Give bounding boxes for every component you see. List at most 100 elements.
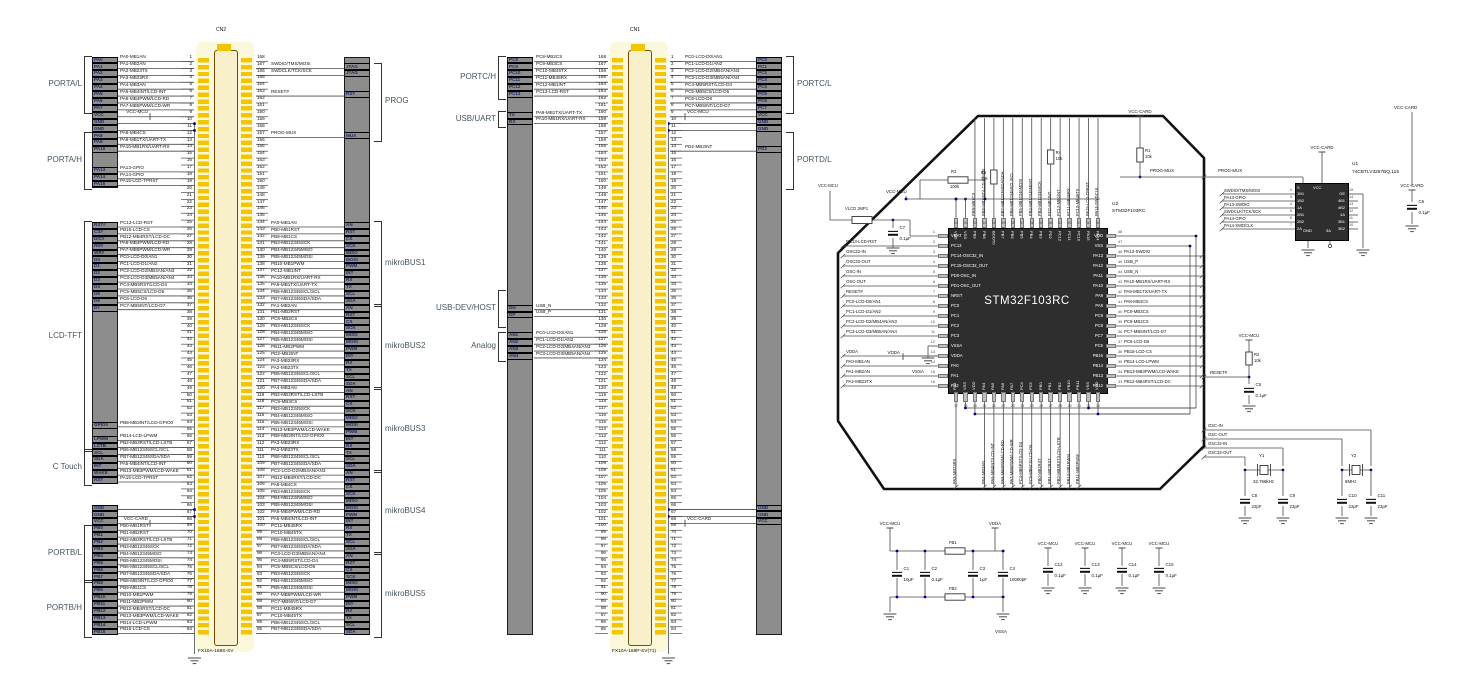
mcu-pin-name: VSSA <box>951 342 963 348</box>
net-label: PROG-MUX <box>271 130 297 136</box>
pin-cell: AN <box>344 304 370 312</box>
power-net-label: VCC-MCU <box>818 183 838 188</box>
net-label: PC9-MB3CS <box>536 61 563 67</box>
net-label: PC4-MB5RST/LCD-D4 <box>120 281 167 287</box>
mcu-pin-number: 44 <box>1118 269 1123 274</box>
pin-cell: PC4 <box>756 84 782 91</box>
pin-cell: D1 <box>92 263 118 271</box>
pin-number: 9 <box>671 108 674 114</box>
pin-number: 84 <box>671 625 677 631</box>
mcu-pin-name: PD0-OSC_IN <box>951 272 977 278</box>
mcu-pin-number: 45 <box>1118 259 1123 264</box>
group-bracket <box>84 56 92 115</box>
net-label: PC7-MB5INT/LCD-D7 <box>120 302 166 308</box>
mcu-name: STM32F103RC <box>984 295 1070 307</box>
pin-number: 89 <box>600 598 606 604</box>
pin-number: 106 <box>257 481 265 487</box>
pin-number: 82 <box>186 612 192 618</box>
pin-number: 131 <box>598 308 606 314</box>
mcu-pin-name: VSS <box>1084 381 1090 390</box>
net-label: PA14-SWDCLK <box>1224 222 1254 228</box>
pin-cell: SDA <box>344 463 370 471</box>
net-label: PA5-MB4INT/LCD-INT <box>990 442 996 484</box>
pin-cell: GND <box>92 118 118 126</box>
pin-number: 81 <box>186 605 192 611</box>
net-label: PC6-LCD-D6 <box>120 295 148 301</box>
connector-pads <box>198 57 209 637</box>
pin-number: 69 <box>671 522 677 528</box>
pin-number: 48 <box>671 377 677 383</box>
net-label: OSC-IN <box>846 269 862 275</box>
pin-number: 29 <box>186 246 192 252</box>
net-label: PB6-MB12345SCL/SCL <box>271 288 321 294</box>
pin-number: 15 <box>186 150 192 156</box>
pin-cell: PC8 <box>507 56 533 64</box>
pin-number: 11 <box>187 122 192 128</box>
net-label: PC13-LCD-RST <box>846 239 877 245</box>
crystal-ref: Y2 <box>1351 453 1357 458</box>
pin-number: 157 <box>598 129 606 135</box>
pin-number: 165 <box>598 74 606 80</box>
net-label: PC6-LCD-D6 <box>685 95 713 101</box>
pin-number: 152 <box>257 164 265 170</box>
power-net-label: VCC-CARD <box>1400 183 1424 188</box>
net-label: OSC32-OUT <box>1208 450 1232 456</box>
cap-value: 10µF <box>903 576 914 582</box>
net-label: PC2-LCD-D2/MB4AN/AN3 <box>120 268 175 274</box>
mcu-pin-number: 26 <box>1039 403 1044 408</box>
mcu-pin-number: 57 <box>1020 220 1025 225</box>
mcu-pin-number: 17 <box>954 403 958 408</box>
pin-number: 151 <box>257 170 265 176</box>
net-label: PB6-MB12345SCL/SCL <box>120 564 170 570</box>
mcu-pin-stub <box>1010 392 1015 402</box>
pin-number: 59 <box>671 453 677 459</box>
pin-cell: PWM <box>344 428 370 436</box>
pin-number: 75 <box>186 563 192 569</box>
pin-number: 97 <box>600 543 606 549</box>
mcu-pin-name: PA0 <box>951 362 959 368</box>
pin-cell: SCL <box>344 538 370 546</box>
pin-cell: PA0 <box>92 56 118 64</box>
pin-number: 133 <box>257 295 265 301</box>
net-label: PB13-MB3PWM/LCD-WAKE <box>271 426 330 432</box>
mcu-pin-number: 59 <box>1001 220 1006 225</box>
net-label: PA0-MB1AN <box>120 54 146 60</box>
pin-cell: AN <box>344 387 370 395</box>
pin-number: 49 <box>671 384 677 390</box>
pin-number: 124 <box>598 357 606 363</box>
pin-cell: MOSI <box>344 256 370 264</box>
net-label: PB13-MB3PWM/LCD-WAKE <box>120 612 179 618</box>
pin-cell: CS <box>344 235 370 243</box>
pin-cell: SCK <box>344 242 370 250</box>
group-label: PORTC/H <box>460 72 496 82</box>
pin-number: 99 <box>257 529 263 535</box>
mcu-pin-stub <box>1076 218 1082 228</box>
net-label: PA8-MB4CS <box>271 481 297 487</box>
mcu-pin-number: 22 <box>1001 403 1006 408</box>
pin-cell: VCC <box>756 518 782 526</box>
net-label: PC0-LCD-D0/AN1 <box>120 254 158 260</box>
pin-cell: SCL <box>92 449 118 457</box>
net-label: PC9-MB3CS <box>271 399 298 404</box>
net-label: PC0-LCD-D0/AN1 <box>685 54 723 60</box>
power-net-label: VCC-MCU <box>1148 541 1170 546</box>
pin-number: 137 <box>598 267 606 273</box>
mcu-pin-stub <box>963 218 968 228</box>
pin-number: 42 <box>186 336 192 342</box>
net-label: PROG-MUX <box>1150 168 1175 173</box>
net-label: PA9-MB1TX/UART-TX <box>120 137 167 143</box>
pin-number: 14 <box>186 143 192 149</box>
net-label: USB_P <box>536 309 552 315</box>
mcu-pin-stub <box>938 303 948 309</box>
group-bracket <box>498 290 506 328</box>
pin-cell: SCK <box>344 408 370 415</box>
pin-number: 18 <box>671 170 677 176</box>
pin-cell: INT <box>344 518 370 526</box>
res-ref: R2 <box>1254 351 1260 357</box>
res-value: 10k <box>1254 357 1261 363</box>
mcu-pin-name: PC3 <box>951 332 960 338</box>
pin-number: 57 <box>671 439 677 445</box>
pin-number: 27 <box>671 232 677 238</box>
pin-number: 22 <box>186 198 192 204</box>
pin-cell: TX <box>344 614 370 622</box>
